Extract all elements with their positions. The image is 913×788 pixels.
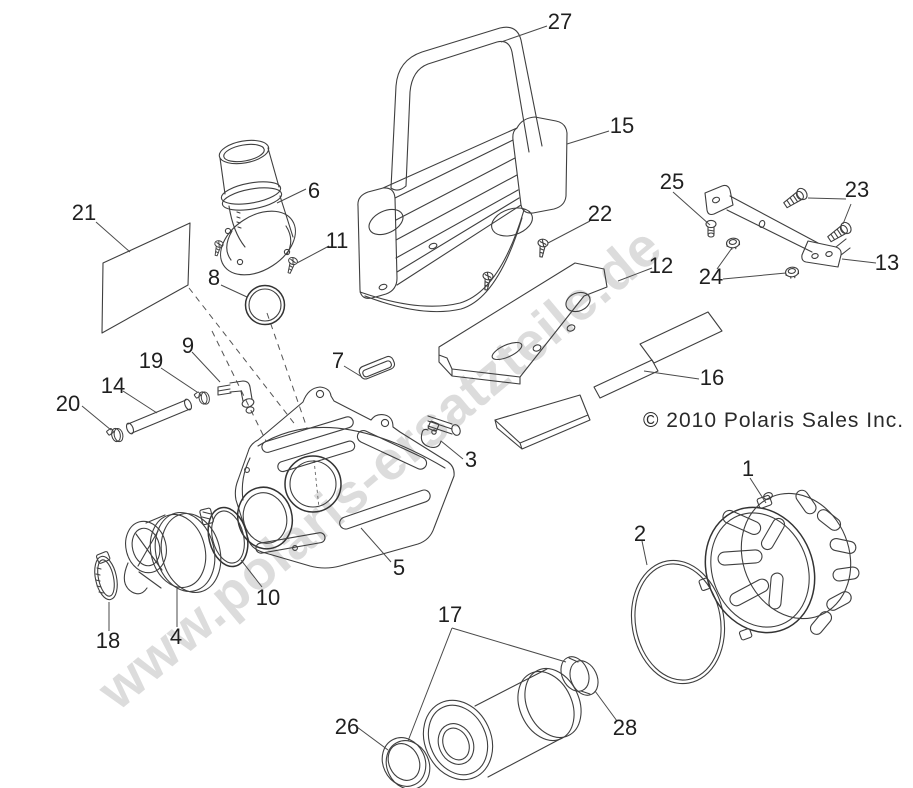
part-8-seal-ring (244, 284, 286, 326)
callout-23: 23 (845, 177, 869, 202)
part-25-rivet (705, 219, 717, 238)
part-19-clamp (193, 389, 211, 407)
part-23-bolts (781, 185, 854, 245)
callout-15: 15 (610, 113, 634, 138)
callout-4: 4 (170, 624, 182, 649)
part-1-end-cover (698, 489, 860, 641)
callout-9: 9 (182, 333, 194, 358)
part-10-clamp (199, 506, 249, 568)
callout-10: 10 (256, 585, 280, 610)
part-21-panel (101, 222, 191, 334)
part-26-seal-ring (381, 737, 431, 788)
callout-6: 6 (308, 178, 320, 203)
part-15-airbox-cover (357, 116, 568, 313)
part-3-clip (420, 420, 442, 448)
leader-lines (81, 25, 877, 751)
part-24-nuts (725, 236, 800, 280)
callout-20: 20 (56, 391, 80, 416)
assembly-dashed-lines (188, 287, 320, 509)
callout-24: 24 (699, 264, 723, 289)
part-14-hose (125, 398, 193, 435)
callout-13: 13 (875, 250, 899, 275)
callout-2: 2 (634, 521, 646, 546)
part-20-clamp (105, 425, 125, 445)
part-27-handle-frame (390, 26, 543, 191)
part-11-screw (284, 255, 299, 275)
part-6-intake-snorkel (211, 139, 296, 276)
callout-1: 1 (742, 456, 754, 481)
part-28-cap (560, 656, 599, 696)
callout-18: 18 (96, 628, 120, 653)
callout-25: 25 (660, 169, 684, 194)
part-12-plate (438, 262, 608, 385)
callout-numbers: 1 2 3 4 5 6 7 8 9 10 11 12 13 14 15 16 1… (56, 9, 899, 740)
part-5-airbox-housing (234, 386, 461, 569)
callout-16: 16 (700, 365, 724, 390)
copyright-text: © 2010 Polaris Sales Inc. (643, 409, 904, 432)
part-4-boot (123, 512, 222, 595)
cover-screws (480, 237, 550, 292)
callout-19: 19 (139, 348, 163, 373)
part-17-filter-element (422, 668, 582, 781)
part-13-bracket (704, 184, 851, 268)
part-2-oring (630, 559, 726, 685)
callout-21: 21 (72, 200, 96, 225)
callout-22: 22 (588, 201, 612, 226)
part-7-pad (358, 355, 396, 380)
callout-11: 11 (326, 228, 349, 253)
part-18-clamp (94, 551, 118, 601)
callout-5: 5 (393, 555, 405, 580)
callout-26: 26 (335, 714, 359, 739)
callout-3: 3 (465, 447, 477, 472)
part-9-elbow-fitting (217, 380, 255, 414)
callout-28: 28 (613, 715, 637, 740)
part-16-strip-bracket (494, 311, 723, 450)
callout-14: 14 (101, 373, 125, 398)
callout-12: 12 (649, 253, 673, 278)
callout-8: 8 (208, 265, 220, 290)
callout-7: 7 (332, 348, 344, 373)
callout-27: 27 (548, 9, 572, 34)
callout-17: 17 (438, 602, 462, 627)
